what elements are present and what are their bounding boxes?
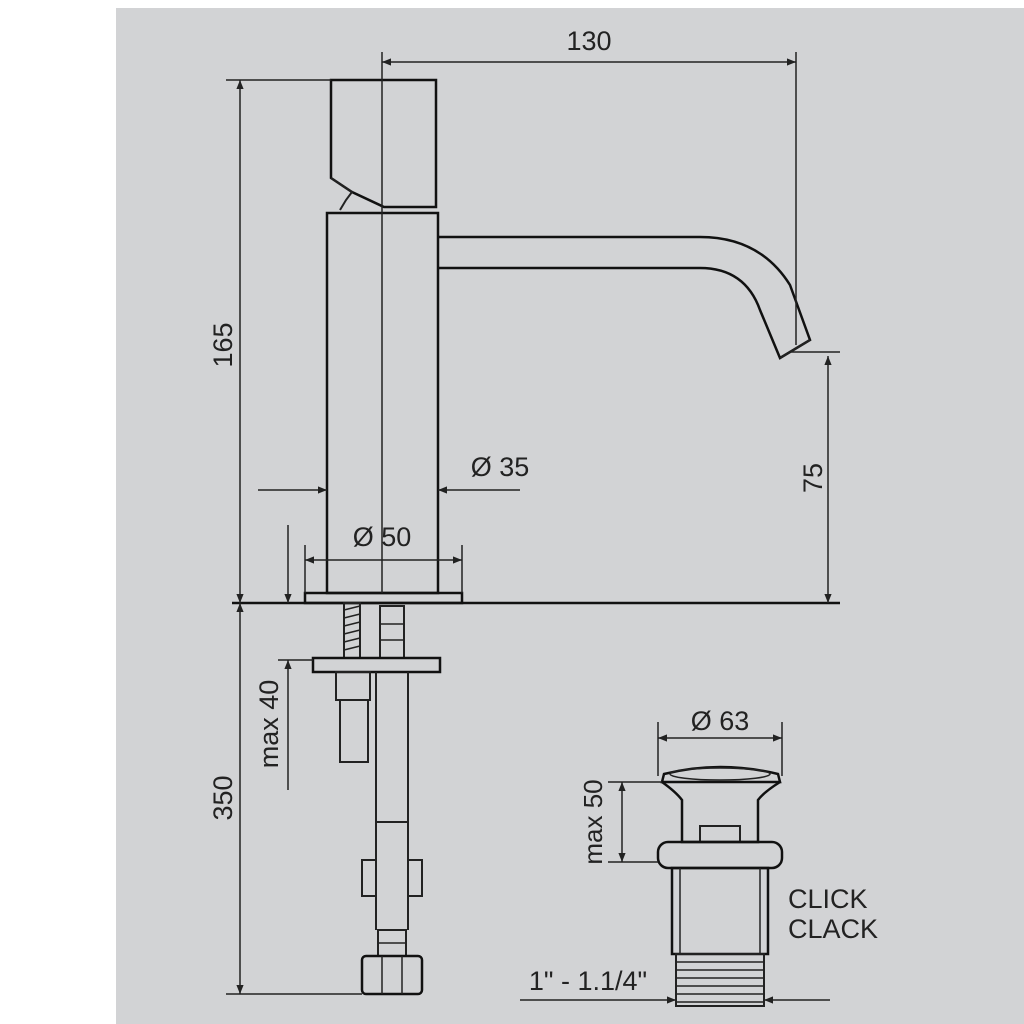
handle-lever-edge	[330, 177, 354, 211]
drawing-panel	[116, 8, 1024, 1024]
label-waste-max: max 50	[578, 779, 608, 864]
label-hose-length: 350	[208, 775, 238, 820]
label-waste-thread: 1" - 1.1/4"	[529, 966, 647, 996]
label-spout-reach: 130	[566, 26, 611, 56]
dimension-lines	[226, 52, 840, 995]
faucet-drawing	[232, 52, 840, 996]
waste-drawing	[520, 722, 830, 1007]
label-total-height: 165	[208, 322, 238, 367]
label-base-diameter: Ø 50	[353, 522, 412, 552]
hose-collar-right	[407, 859, 423, 897]
waste-thread	[675, 953, 765, 1007]
label-body-diameter: Ø 35	[471, 452, 530, 482]
label-click: CLICK	[788, 884, 868, 914]
spout-tip	[779, 339, 811, 359]
thread-hatch	[343, 605, 361, 651]
fixing-sleeve	[339, 699, 369, 763]
waste-thread-lines	[676, 961, 764, 1003]
hose-end-nut	[360, 954, 424, 996]
label-spout-height: 75	[798, 463, 828, 493]
hose-collar-left	[361, 859, 377, 897]
label-clack: CLACK	[788, 914, 878, 944]
label-waste-diameter: Ø 63	[691, 706, 750, 736]
label-max-deck: max 40	[254, 680, 284, 769]
